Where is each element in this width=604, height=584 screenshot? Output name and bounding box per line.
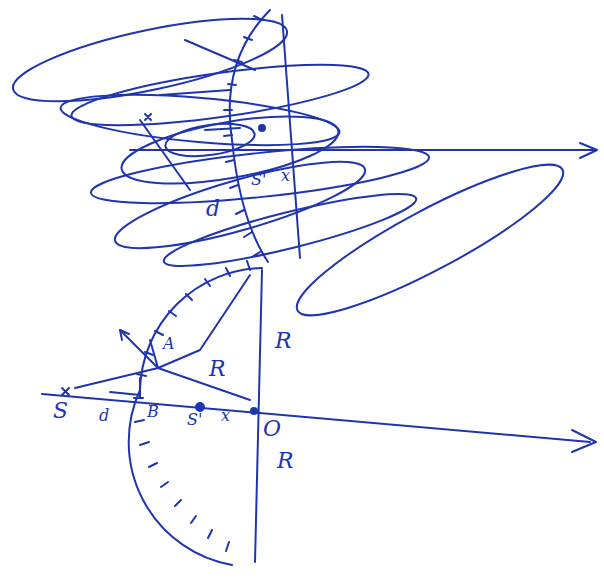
figure-label: x — [220, 408, 231, 424]
figure-label: x — [280, 168, 291, 184]
figure-label: R — [274, 330, 293, 352]
figure-label: A — [162, 336, 176, 352]
figure-label: O — [262, 418, 282, 440]
figure-label: S — [52, 400, 69, 422]
figure-label: d — [205, 198, 221, 220]
figure-label: R — [208, 358, 227, 380]
mirror-figure — [42, 261, 596, 565]
figure-label: R — [276, 450, 295, 472]
figure-label: S' — [186, 412, 203, 428]
figure-label: B — [146, 404, 160, 420]
figure-label: S' — [250, 172, 267, 188]
figure-label: d — [98, 408, 110, 424]
scribble-figure — [7, 2, 597, 337]
